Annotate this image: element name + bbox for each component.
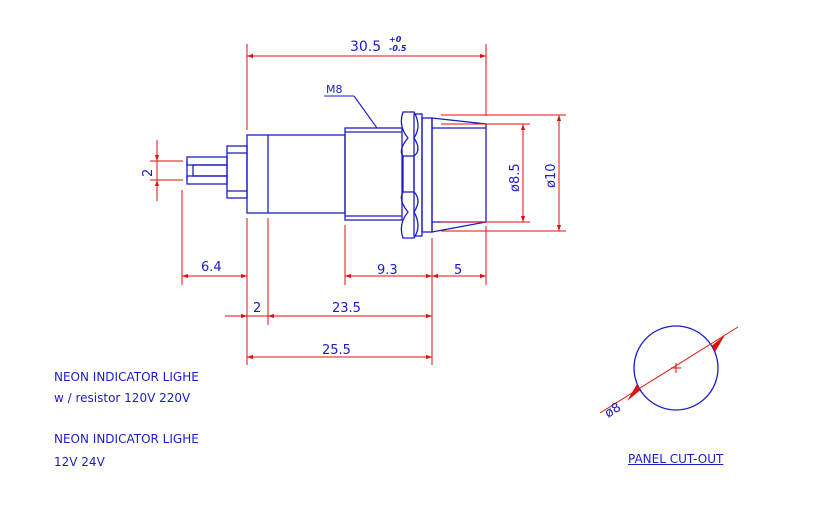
flange [413,113,423,237]
note-neon-voltage: 12V 24V [54,455,105,469]
bezel-length-label: 5 [454,263,462,278]
rear-body [246,134,346,214]
pin-lower [186,175,228,185]
thread-length-label: 9.3 [377,263,398,278]
note-neon-title: NEON INDICATOR LIGHE [54,432,199,446]
hex-nut [400,111,419,239]
pin-base [192,164,228,177]
pin-length-label: 6.4 [201,260,222,275]
bezel-inner-dia-label: ø8.5 [508,163,523,192]
pin-upper [186,156,228,166]
extension-lines [150,44,566,365]
cutout-dia-line [599,326,739,414]
cutout-circle [633,325,719,411]
indicator-outline [186,111,487,239]
flange-lip [421,117,433,233]
cutout-arrow-right [712,335,725,352]
thread-leader [324,95,378,129]
threaded-barrel [344,127,403,221]
body-to-flange-label: 23.5 [332,301,361,316]
body-gap-label: 2 [253,301,261,316]
dimension-text: 30.5 +0 -0.5 M8 2 6.4 9.3 5 2 23.5 25.5 … [141,35,559,358]
panel-cutout-label: PANEL CUT-OUT [628,452,724,466]
note-neon-resistor-voltage: w / resistor 120V 220V [54,391,191,405]
note-neon-resistor-title: NEON INDICATOR LIGHE [54,370,199,384]
terminal-block [226,145,248,199]
panel-cutout: ø8 [599,325,739,421]
dim-tol-plus: +0 [389,35,402,44]
dim-overall-label: 30.5 [350,39,381,55]
dimension-lines [154,53,562,360]
cutout-arrow-left [627,384,640,401]
thread-label: M8 [326,83,343,96]
pin-height-label: 2 [141,169,156,177]
body-total-label: 25.5 [322,343,351,358]
cutout-dia-label: ø8 [602,400,624,421]
dim-tol-minus: -0.5 [389,44,407,53]
bezel-outer-dia-label: ø10 [544,164,559,189]
bezel [431,117,487,233]
